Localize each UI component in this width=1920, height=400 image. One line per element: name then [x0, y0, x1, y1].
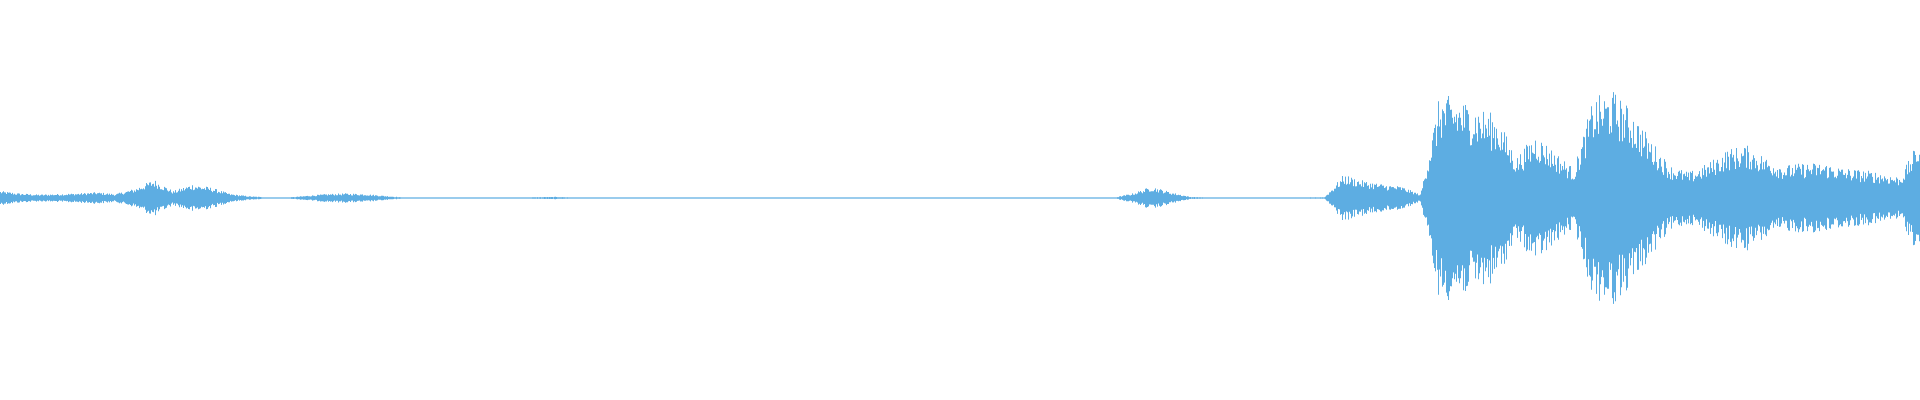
- waveform-bars: [0, 92, 1920, 304]
